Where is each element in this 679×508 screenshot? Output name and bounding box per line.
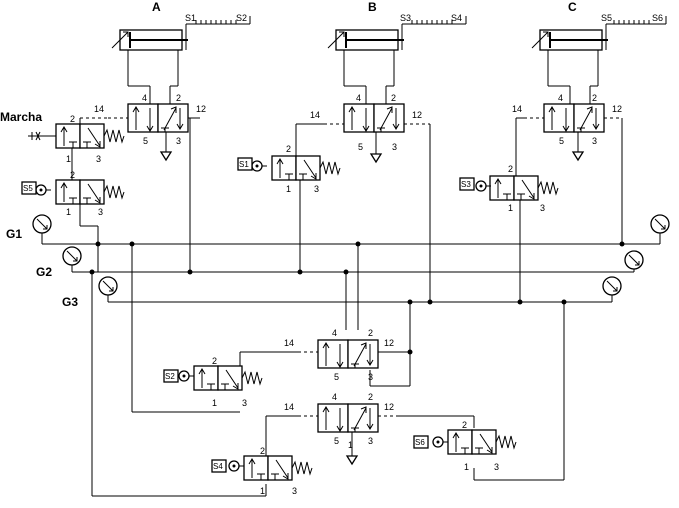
port-label: 2 (286, 144, 291, 154)
sensor-valve-s2: S2 2 1 3 (163, 356, 263, 408)
port-label: 3 (368, 372, 373, 382)
port-label: 12 (612, 104, 622, 114)
sensor-valve-s5-label: S5 (23, 184, 33, 193)
sensor-valve-s6-label: S6 (415, 438, 425, 447)
port-label: 3 (592, 136, 597, 146)
port-label: 14 (94, 104, 104, 114)
cylinder-b-letter: B (368, 0, 377, 14)
port-label: 1 (348, 440, 353, 450)
cylinder-a: A S1 S2 (111, 0, 251, 86)
port-label: 12 (384, 338, 394, 348)
port-label: 2 (508, 164, 513, 174)
port-label: 1 (508, 203, 513, 213)
port-label: 2 (260, 446, 265, 456)
port-label: 14 (284, 338, 294, 348)
sensor-valve-s4-label: S4 (213, 462, 223, 471)
port-label: 14 (284, 402, 294, 412)
port-label: 2 (70, 114, 75, 124)
port-label: 5 (334, 436, 339, 446)
port-label: 3 (292, 486, 297, 496)
port-label: 14 (512, 104, 522, 114)
port-label: 4 (142, 93, 147, 103)
sensor-valve-s3-label: S3 (461, 180, 471, 189)
port-label: 1 (260, 486, 265, 496)
cylinder-c-letter: C (568, 0, 577, 14)
port-label: 3 (242, 398, 247, 408)
sensor-valve-s5: S5 2 1 3 (21, 148, 125, 245)
sensor-valve-s3: S3 2 1 3 (459, 117, 559, 300)
line-g1-label: G1 (6, 227, 22, 241)
cylinder-c: C S5 S6 (531, 0, 667, 86)
sensor-s3-label: S3 (400, 13, 411, 23)
port-label: 3 (368, 436, 373, 446)
port-label: 5 (559, 136, 564, 146)
port-label: 1 (464, 462, 469, 472)
port-label: 2 (70, 170, 75, 180)
cylinder-b: B S3 S4 (327, 0, 467, 86)
port-label: 3 (96, 154, 101, 164)
start-label: Marcha (0, 110, 42, 124)
port-label: 2 (368, 328, 373, 338)
sensor-s1-label: S1 (185, 13, 196, 23)
port-label: 4 (332, 392, 337, 402)
port-label: 1 (286, 184, 291, 194)
port-label: 3 (392, 142, 397, 152)
port-label: 4 (332, 328, 337, 338)
port-label: 3 (176, 136, 181, 146)
start-valve[interactable]: 2 1 3 (28, 114, 125, 164)
port-label: 3 (494, 462, 499, 472)
sensor-valve-s4: S4 2 1 3 (211, 446, 313, 496)
sensor-s6-label: S6 (652, 13, 663, 23)
port-label: 12 (196, 104, 206, 114)
port-label: 12 (412, 110, 422, 120)
valve-b-52: 4 2 14 12 5 3 (310, 85, 430, 163)
sensor-s5-label: S5 (601, 13, 612, 23)
port-label: 2 (592, 93, 597, 103)
sensor-valve-s6: S6 2 1 3 (413, 420, 517, 472)
port-label: 1 (66, 207, 71, 217)
port-label: 3 (98, 207, 103, 217)
sensor-valve-s2-label: S2 (165, 372, 175, 381)
cylinder-a-letter: A (152, 0, 161, 14)
port-label: 2 (176, 93, 181, 103)
port-label: 2 (462, 420, 467, 430)
valve-a-52: 4 2 14 12 5 3 (94, 85, 206, 161)
port-label: 12 (384, 402, 394, 412)
supply-line-g3: G3 (62, 276, 622, 309)
sensor-s2-label: S2 (236, 13, 247, 23)
port-label: 5 (334, 372, 339, 382)
port-label: 4 (558, 93, 563, 103)
sensor-s4-label: S4 (451, 13, 462, 23)
memory-valve-lower: 4 2 14 12 5 1 3 (265, 392, 475, 465)
sensor-valve-s1-label: S1 (239, 160, 249, 169)
port-label: 2 (212, 356, 217, 366)
port-label: 3 (314, 184, 319, 194)
scale-ticks-a (195, 20, 237, 24)
supply-line-g1: G1 (6, 214, 670, 245)
line-g3-label: G3 (62, 295, 78, 309)
port-label: 4 (356, 93, 361, 103)
line-g2-label: G2 (36, 265, 52, 279)
memory-valve-upper: 4 2 14 12 5 3 (239, 328, 398, 382)
port-label: 14 (310, 110, 320, 120)
port-label: 5 (143, 136, 148, 146)
port-label: 2 (368, 392, 373, 402)
supply-line-g2: G2 (36, 246, 644, 279)
connections (89, 118, 625, 497)
port-label: 1 (212, 398, 217, 408)
valve-c-52: 4 2 14 12 5 3 (512, 85, 622, 161)
port-label: 3 (540, 203, 545, 213)
port-label: 2 (391, 93, 396, 103)
sensor-valve-s1: S1 2 1 3 (237, 123, 341, 270)
port-label: 1 (66, 154, 71, 164)
port-label: 5 (358, 142, 363, 152)
